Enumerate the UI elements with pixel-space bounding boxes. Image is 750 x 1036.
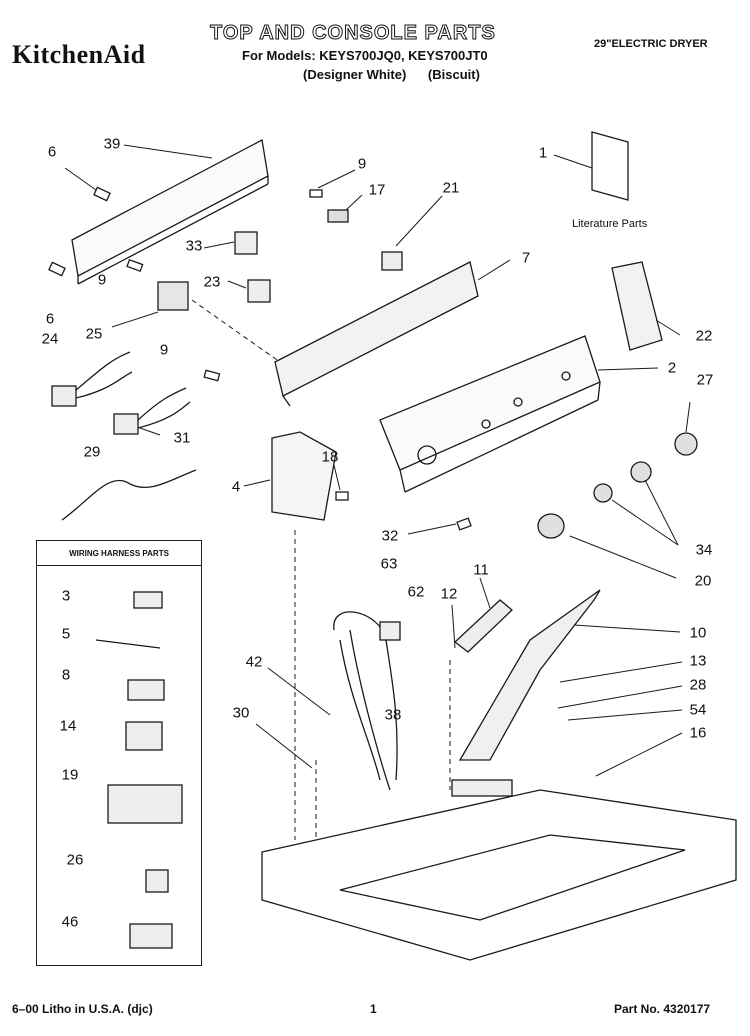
callout-3: 3	[61, 587, 71, 605]
screw-part	[48, 186, 472, 531]
literature-parts-label: Literature Parts	[572, 218, 648, 230]
callout-7: 7	[521, 249, 531, 267]
footer-part-number: Part No. 4320177	[614, 1002, 711, 1016]
callout-4: 4	[231, 478, 241, 496]
footer-page-number: 1	[370, 1002, 377, 1016]
callout-6: 6	[47, 143, 57, 161]
callout-62: 62	[407, 583, 425, 601]
product-type: 29"ELECTRIC DRYER	[594, 38, 708, 50]
callout-18: 18	[321, 448, 339, 466]
wire-part	[61, 469, 197, 521]
callout-1: 1	[538, 144, 548, 162]
end-cap-part	[271, 431, 337, 521]
callout-32: 32	[381, 527, 399, 545]
callout-24: 24	[41, 330, 59, 348]
callout-14: 14	[59, 717, 77, 735]
callout-9: 9	[357, 155, 367, 173]
lint-screen-part	[458, 589, 601, 761]
console-bracket-part	[274, 261, 479, 397]
callout-33: 33	[185, 237, 203, 255]
variant-designer-white: (Designer White)	[303, 67, 407, 82]
brand-logo: KitchenAid	[12, 40, 146, 69]
knob-part	[537, 513, 565, 539]
callout-21: 21	[442, 179, 460, 197]
knob-part	[674, 432, 698, 456]
callout-20: 20	[694, 572, 712, 590]
timer-part	[157, 281, 189, 311]
connector-part	[113, 413, 139, 435]
harness-items	[95, 591, 183, 949]
literature-part	[591, 131, 629, 201]
callout-5: 5	[61, 625, 71, 643]
connector-part	[51, 385, 77, 407]
callout-9b: 9	[97, 271, 107, 289]
rear-trim-part	[71, 139, 269, 277]
callout-39: 39	[103, 135, 121, 153]
harness-box-divider	[37, 565, 201, 566]
callout-9c: 9	[159, 341, 169, 359]
callout-26: 26	[66, 851, 84, 869]
callout-12: 12	[440, 585, 458, 603]
clip-part	[327, 209, 349, 223]
callout-8: 8	[61, 666, 71, 684]
callout-23: 23	[203, 273, 221, 291]
callout-34: 34	[695, 541, 713, 559]
callout-30: 30	[232, 704, 250, 722]
knob-part	[630, 461, 652, 483]
console-panel-part	[379, 335, 601, 471]
variant-list: (Designer White) (Biscuit)	[303, 67, 480, 82]
callout-54: 54	[689, 701, 707, 719]
footer-litho: 6–00 Litho in U.S.A. (djc)	[12, 1002, 153, 1016]
callout-17: 17	[368, 181, 386, 199]
models-line: For Models: KEYS700JQ0, KEYS700JT0	[242, 48, 488, 63]
callout-6b: 6	[45, 310, 55, 328]
callout-11: 11	[473, 561, 489, 579]
variant-biscuit: (Biscuit)	[427, 67, 480, 82]
callout-2: 2	[667, 359, 677, 377]
terminal-block-part	[611, 261, 663, 351]
callout-28: 28	[689, 676, 707, 694]
callout-31: 31	[173, 429, 191, 447]
callout-25: 25	[85, 325, 103, 343]
callout-42: 42	[245, 653, 263, 671]
callout-27: 27	[696, 371, 714, 389]
switch-part	[234, 231, 258, 255]
wiring-harness-box: WIRING HARNESS PARTS	[36, 540, 202, 966]
callout-29: 29	[83, 443, 101, 461]
callout-63: 63	[380, 555, 398, 573]
callout-46: 46	[61, 913, 79, 931]
grille-part	[453, 599, 513, 653]
wiring-harness-title: WIRING HARNESS PARTS	[69, 549, 169, 558]
callout-38: 38	[384, 706, 402, 724]
callout-19: 19	[61, 766, 79, 784]
switch-part	[381, 251, 403, 271]
callout-22: 22	[695, 327, 713, 345]
knob-part	[593, 483, 613, 503]
callout-16: 16	[689, 724, 707, 742]
switch-part	[247, 279, 271, 303]
callout-10: 10	[689, 624, 707, 642]
page-title: TOP AND CONSOLE PARTS	[210, 22, 496, 45]
callout-13: 13	[689, 652, 707, 670]
